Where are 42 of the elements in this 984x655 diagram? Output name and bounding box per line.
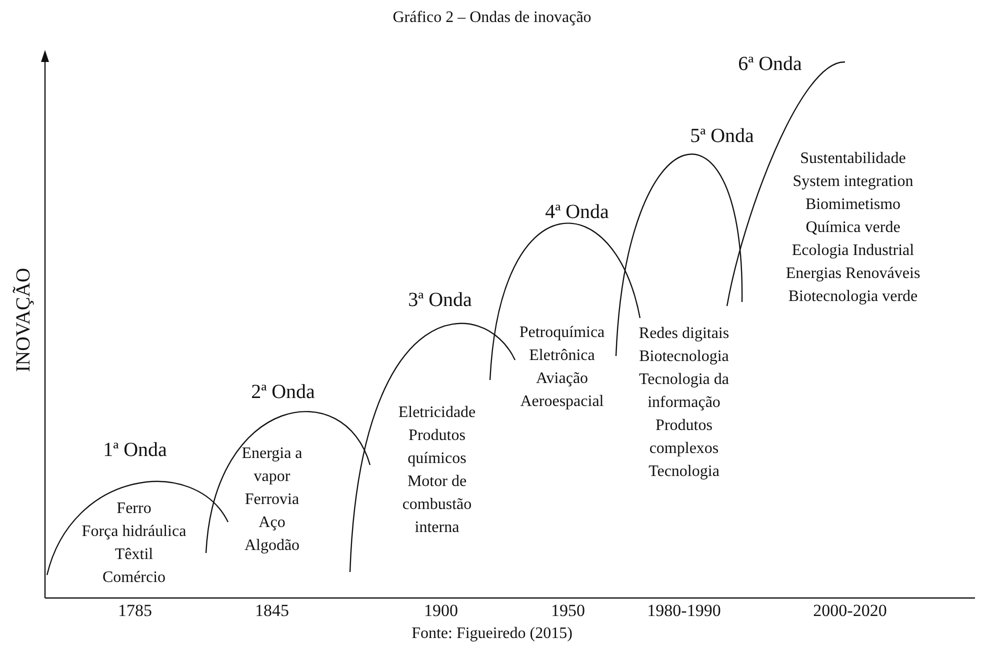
innovation-item: Biotecnologia xyxy=(639,347,729,367)
innovation-item: Química verde xyxy=(806,218,900,238)
innovation-item: Tecnologia da informação xyxy=(638,370,730,413)
wave-title: 5ª Onda xyxy=(690,124,754,148)
innovation-item: Algodão xyxy=(244,536,300,556)
innovation-item: Energia a vapor xyxy=(240,444,304,487)
innovation-item: Aviação xyxy=(536,369,588,389)
innovation-item: Redes digitais xyxy=(638,324,730,344)
innovation-item: Energias Renováveis xyxy=(786,264,920,284)
innovation-item: Aço xyxy=(258,513,286,533)
chart-title: Gráfico 2 – Ondas de inovação xyxy=(392,8,592,28)
wave-title: 4ª Onda xyxy=(545,200,609,224)
innovation-item: Ecologia Industrial xyxy=(792,241,914,261)
innovation-item: Têxtil xyxy=(114,545,154,565)
year-label: 2000-2020 xyxy=(813,600,887,622)
year-label: 1845 xyxy=(255,600,289,622)
innovation-item: Comércio xyxy=(102,568,166,588)
innovation-item: Produtos complexos xyxy=(648,416,720,459)
innovation-item: Biomimetismo xyxy=(805,195,901,215)
innovation-item: System integration xyxy=(792,172,914,192)
innovation-item: Petroquímica xyxy=(519,323,605,343)
wave-title: 2ª Onda xyxy=(251,380,315,404)
wave-title: 6ª Onda xyxy=(738,52,802,76)
innovation-item: Eletricidade xyxy=(398,403,476,423)
year-label: 1785 xyxy=(118,600,152,622)
innovation-item: Produtos químicos xyxy=(406,426,468,469)
year-label: 1900 xyxy=(424,600,458,622)
innovation-item: Biotecnologia verde xyxy=(788,287,918,307)
innovation-item: Eletrônica xyxy=(529,346,595,366)
wave-title: 1ª Onda xyxy=(103,438,167,462)
innovation-item: Ferrovia xyxy=(244,490,300,510)
year-label: 1950 xyxy=(551,600,585,622)
innovation-item: Aeroespacial xyxy=(520,392,604,412)
axis-title: INOVAÇÃO xyxy=(12,268,36,372)
source-caption: Fonte: Figueiredo (2015) xyxy=(412,624,572,644)
innovation-item: Motor de combustão interna xyxy=(401,472,473,538)
innovation-item: Ferro xyxy=(116,499,152,519)
innovation-item: Força hidráulica xyxy=(82,522,186,542)
wave-title: 3ª Onda xyxy=(408,288,472,312)
year-label: 1980-1990 xyxy=(647,600,721,622)
innovation-item: Sustentabilidade xyxy=(800,149,906,169)
innovation-item: Tecnologia xyxy=(648,462,720,482)
